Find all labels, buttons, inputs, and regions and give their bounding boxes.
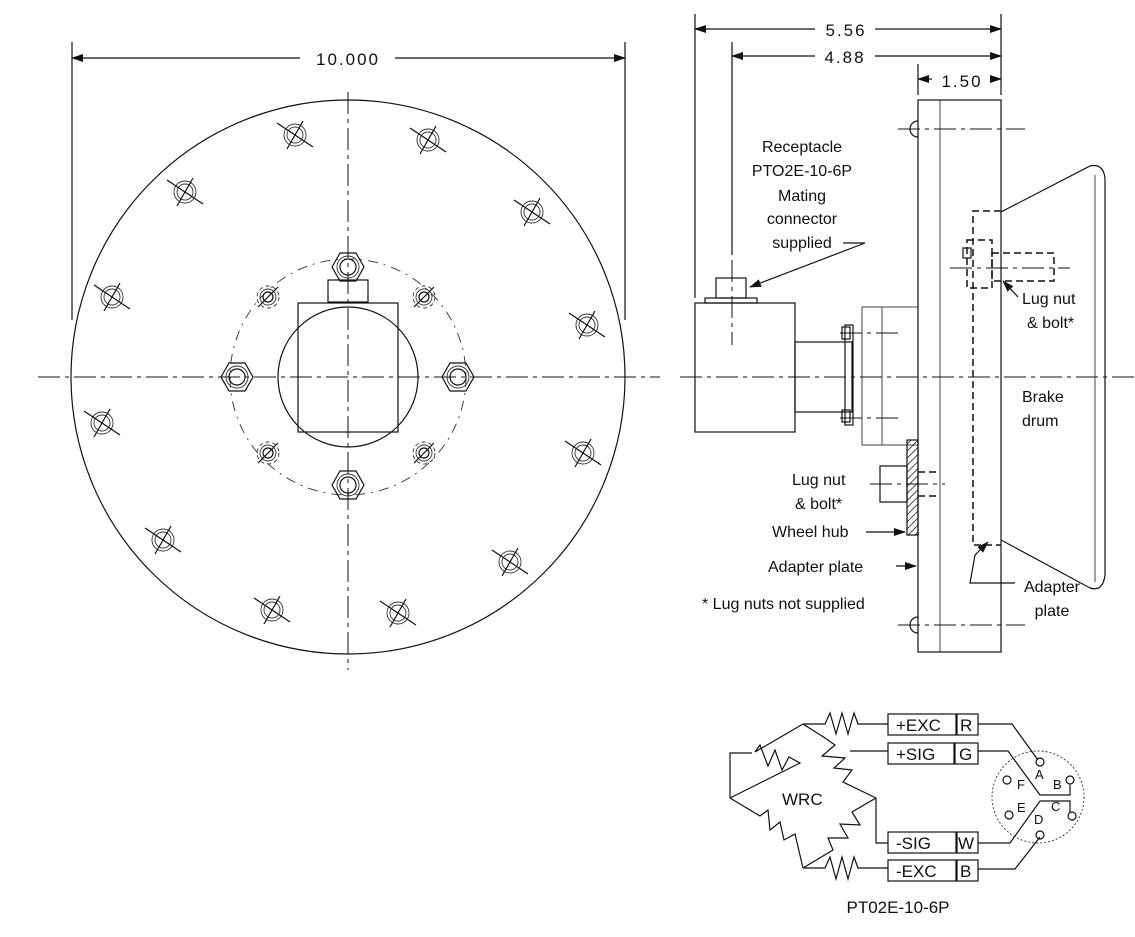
pin-f: F [1017,777,1025,792]
svg-text:connector: connector [767,211,838,228]
pin-c: C [1051,799,1060,814]
side-view: 5.56 4.88 1.50 Receptacle PTO2E-10-6P Ma… [680,14,1135,653]
color-b: B [960,862,971,881]
wheel-hub-label: Wheel hub [772,524,849,541]
pin-d: D [1034,812,1043,827]
lug-nut-label-upper: Lug nut & bolt* [1022,291,1076,332]
brake-drum-outline [1000,164,1106,590]
color-w: W [958,834,974,853]
lug-nut-label-lower: Lug nut & bolt* [792,472,846,513]
pin-a: A [1035,767,1044,782]
svg-text:Receptacle: Receptacle [762,139,842,156]
svg-text:Adapter: Adapter [1024,579,1081,596]
svg-text:Mating: Mating [778,188,826,205]
signal-sig-minus: -SIG [896,834,931,853]
connector-housing [297,302,399,433]
pin-e: E [1017,800,1026,815]
svg-text:supplied: supplied [772,235,832,252]
color-r: R [960,716,972,735]
bridge-label: WRC [782,790,823,809]
signal-sig-plus: +SIG [896,745,935,764]
color-g: G [959,745,972,764]
signal-exc-plus: +EXC [896,716,941,735]
plate-thickness-dimension: 1.50 [941,72,982,91]
svg-text:Lug nut: Lug nut [1022,291,1076,308]
overall-length-dimension: 5.56 [825,21,866,40]
svg-text:& bolt*: & bolt* [1027,315,1074,332]
pin-b: B [1053,777,1062,792]
adapter-plate-side [917,99,1002,653]
footnote-lug-nuts: * Lug nuts not supplied [702,596,865,613]
adapter-plate-label-left: Adapter plate [768,559,863,576]
wiring-diagram: A B C D E F +EXC R +SIG G -SIG W -EXC B … [729,710,1085,917]
svg-text:& bolt*: & bolt* [795,496,842,513]
adapter-plate-label-right: Adapter plate [1024,579,1081,620]
receptacle-label: Receptacle PTO2E-10-6P Mating connector … [752,139,852,252]
brake-drum-label: Brake drum [1022,389,1064,430]
connector-body [694,302,796,433]
svg-text:PTO2E-10-6P: PTO2E-10-6P [752,163,852,180]
outer-bolt-holes [83,120,606,628]
svg-text:Brake: Brake [1022,389,1064,406]
svg-text:Lug nut: Lug nut [792,472,846,489]
diameter-dimension: 10.000 [316,50,380,69]
connector-face [991,750,1085,844]
signal-exc-minus: -EXC [896,862,937,881]
svg-text:plate: plate [1035,603,1070,620]
connector-offset-dimension: 4.88 [824,48,865,67]
svg-text:drum: drum [1022,413,1058,430]
front-view: 10.000 [38,42,660,670]
hub-adapter [861,306,919,446]
connector-part-number: PT02E-10-6P [847,898,950,917]
